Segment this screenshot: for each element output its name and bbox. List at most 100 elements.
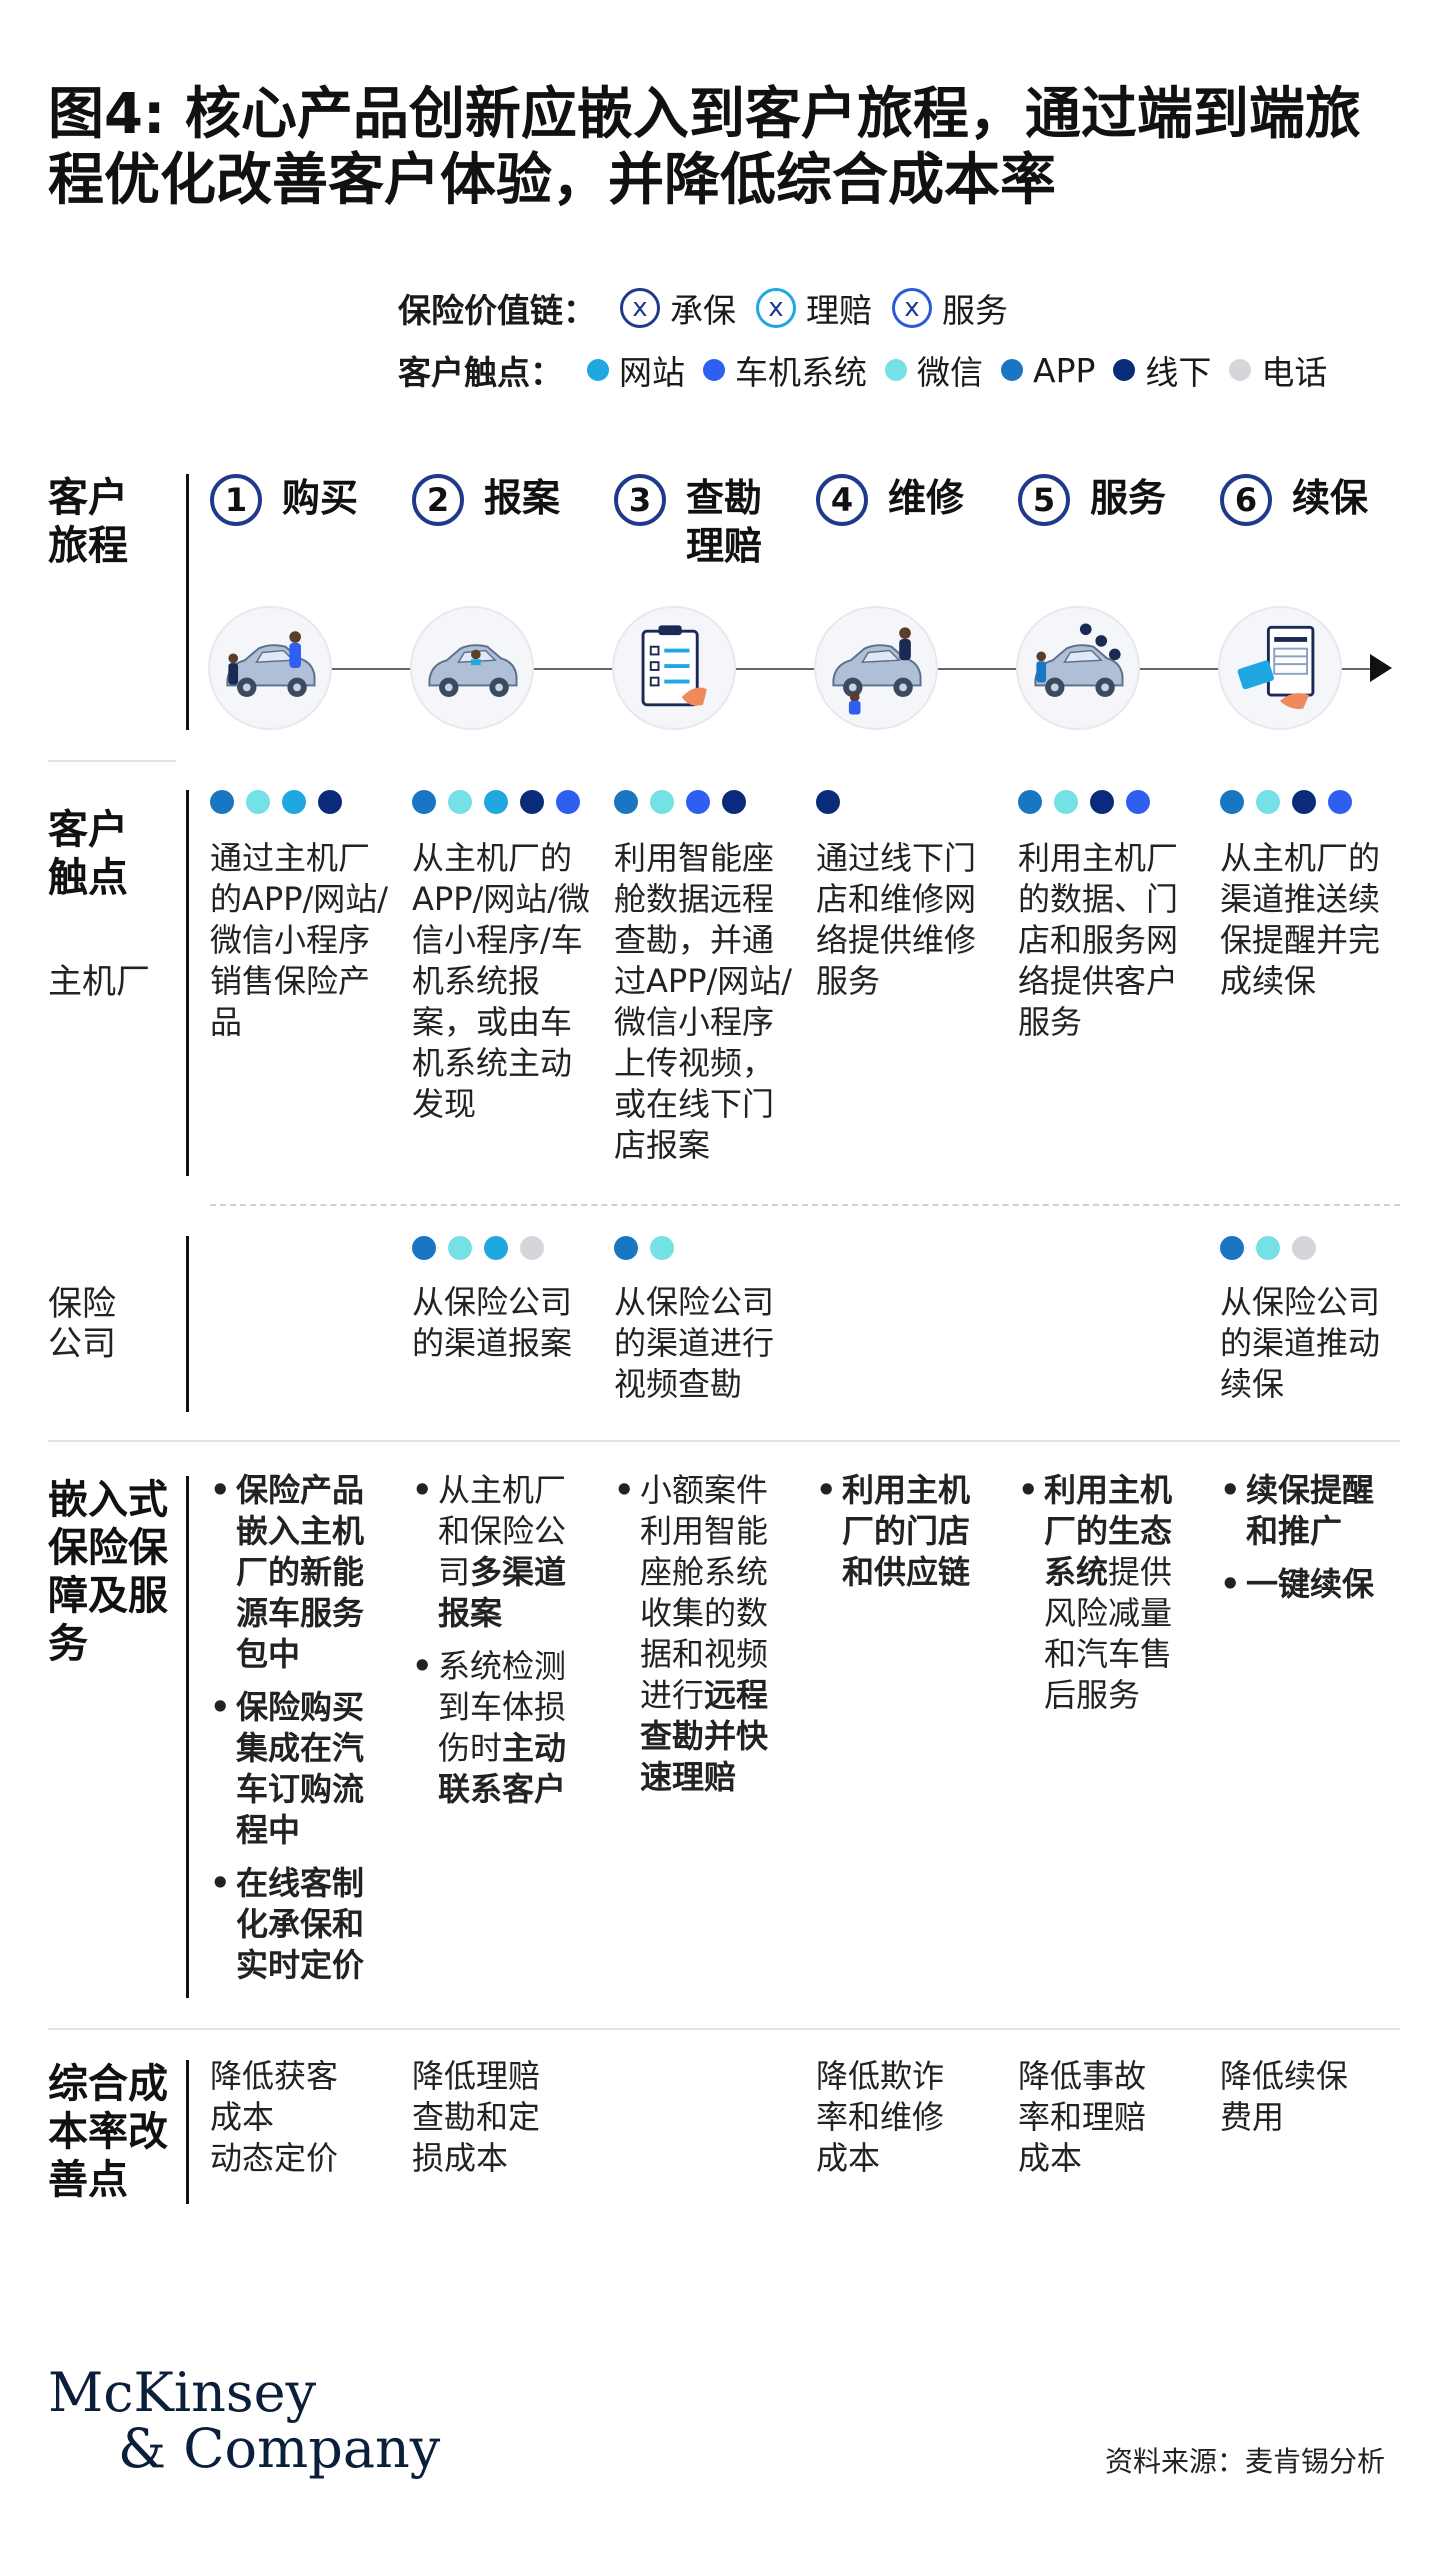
car-service-icon [1016,606,1140,730]
embedded-bullet: 利用主机厂的门店和供应链 [816,1470,998,1593]
touchpoint-dot-offline [318,790,342,814]
cost-line: 率和维修 [816,2098,945,2136]
touchpoint-text: 网站 [619,353,685,392]
step-number: 5 [1018,474,1070,526]
section-separator [48,760,176,762]
dot-icon [703,359,725,381]
car-driver-icon [410,606,534,730]
insurer-divider [186,1236,189,1412]
touchpoint-dot-web [484,1236,508,1260]
dot-icon [587,359,609,381]
cost-line: 降低获客 [210,2057,339,2095]
journey-step-3: 3 查勘理赔 [614,474,796,570]
touchpoint-dot-wechat [246,790,270,814]
step-label: 查勘理赔 [686,476,763,568]
oem-touchpoint-text: 利用智能座舱数据远程查勘，并通过APP/网站/微信小程序上传视频，或在线下门店报… [614,839,793,1164]
value-chain-text: 承保 [670,291,736,330]
cost-line: 费用 [1220,2098,1285,2136]
source-note: 资料来源：麦肯锡分析 [1104,2445,1385,2478]
logo-line-1: McKinsey [48,2361,317,2424]
touchpoint-dot-wechat [1054,790,1078,814]
step-number: 3 [614,474,666,526]
touchpoint-dot-car [556,790,580,814]
bullet-text: 保险产品嵌入主机厂的新能源车服务包中 [236,1471,365,1673]
touchpoint-text: 车机系统 [735,353,867,392]
touchpoint-dot-phone [1292,1236,1316,1260]
cost-improvement-cell: 降低欺诈率和维修成本 [816,2056,996,2179]
insurer-touchpoint-text: 从保险公司的渠道进行视频查勘 [614,1283,775,1403]
step-number: 6 [1220,474,1272,526]
logo-line-2: & Company [118,2417,441,2480]
step-label: 维修 [888,476,965,520]
checklist-icon [612,606,736,730]
touchpoint-dot-offline [1292,790,1316,814]
oem-touchpoint-text: 利用主机厂的数据、门店和服务网络提供客户服务 [1018,839,1179,1041]
value-chain-text: 服务 [942,291,1008,330]
bullet-text: 保险购买集成在汽车订购流程中 [236,1688,365,1849]
insurer-touchpoint-dots [412,1236,556,1260]
insurer-touchpoint-text: 从保险公司的渠道推动续保 [1220,1283,1381,1403]
oem-touchpoint-text: 通过线下门店和维修网络提供维修服务 [816,839,977,1000]
page-title: 图4: 核心产品创新应嵌入到客户旅程，通过端到端旅程优化改善客户体验，并降低综合… [48,82,1361,213]
touchpoint-dot-web [282,790,306,814]
touchpoint-dot-app [412,790,436,814]
insurer-touchpoint-dots [614,1236,686,1260]
oem-touchpoint-dots [412,790,592,814]
touchpoint-legend-item: APP [1001,346,1095,394]
embedded-bullet: 小额案件利用智能座舱系统收集的数据和视频进行远程查勘并快速理赔 [614,1470,796,1798]
row-label-insurer: 保险公司 [48,1284,116,1364]
bullet-text: 多渠道报案 [438,1553,567,1632]
cost-line: 动态定价 [210,2139,339,2177]
step-number: 2 [412,474,464,526]
insurer-touchpoint-dots [1220,1236,1328,1260]
step-number: 4 [816,474,868,526]
journey-divider [186,474,189,730]
embedded-column: 从主机厂和保险公司多渠道报案系统检测到车体损伤时主动联系客户 [412,1470,594,1822]
touchpoint-dot-wechat [650,1236,674,1260]
touchpoint-dot-app [614,790,638,814]
touchpoint-dot-phone [520,1236,544,1260]
touchpoint-dot-app [1220,1236,1244,1260]
bullet-text: 一键续保 [1246,1565,1375,1603]
cost-improvement-cell: 降低续保费用 [1220,2056,1400,2138]
bullet-text: 利用主机厂的生态系统 [1044,1471,1173,1591]
bullet-text: 从主机厂和保险公司 [438,1471,567,1591]
embedded-column: 利用主机厂的生态系统提供风险减量和汽车售后服务 [1018,1470,1200,1728]
embedded-bullet: 在线客制化承保和实时定价 [210,1863,392,1986]
row-label-journey: 客户旅程 [48,475,128,569]
step-label: 服务 [1090,476,1167,520]
x-circle-icon: x [892,288,932,328]
embedded-divider [186,1476,189,1998]
touchpoint-dot-app [412,1236,436,1260]
oem-touchpoint-text: 通过主机厂的APP/网站/微信小程序销售保险产品 [210,839,389,1041]
cost-line: 降低欺诈 [816,2057,945,2095]
touchpoint-dot-car [1328,790,1352,814]
touchpoint-text: APP [1033,350,1096,390]
bullet-text: 主动联系客户 [438,1729,567,1808]
dashed-separator [210,1204,1400,1206]
touchpoint-legend-item: 线下 [1113,346,1211,394]
bullet-text: 利用主机厂的门店和供应链 [842,1471,971,1591]
touchpoint-dot-app [614,1236,638,1260]
mckinsey-logo: McKinsey & Company [48,2365,440,2477]
cost-line: 率和理赔 [1018,2098,1147,2136]
cost-line: 降低续保 [1220,2057,1349,2095]
touchpoint-dot-wechat [650,790,674,814]
oem-touchpoint-dots [1220,790,1364,814]
embedded-column: 利用主机厂的门店和供应链 [816,1470,998,1605]
embedded-bullet: 保险产品嵌入主机厂的新能源车服务包中 [210,1470,392,1675]
bullet-text: 在线客制化承保和实时定价 [236,1864,365,1984]
touchpoint-dot-app [210,790,234,814]
touchpoint-dot-app [1018,790,1042,814]
row-label-touch: 客户触点 [48,807,128,901]
section-separator [48,1440,1400,1442]
bullet-text: 小额案件利用智能座舱系统收集的数据和视频进行 [640,1471,769,1714]
touchpoint-dot-wechat [448,1236,472,1260]
cost-line: 成本 [816,2139,881,2177]
